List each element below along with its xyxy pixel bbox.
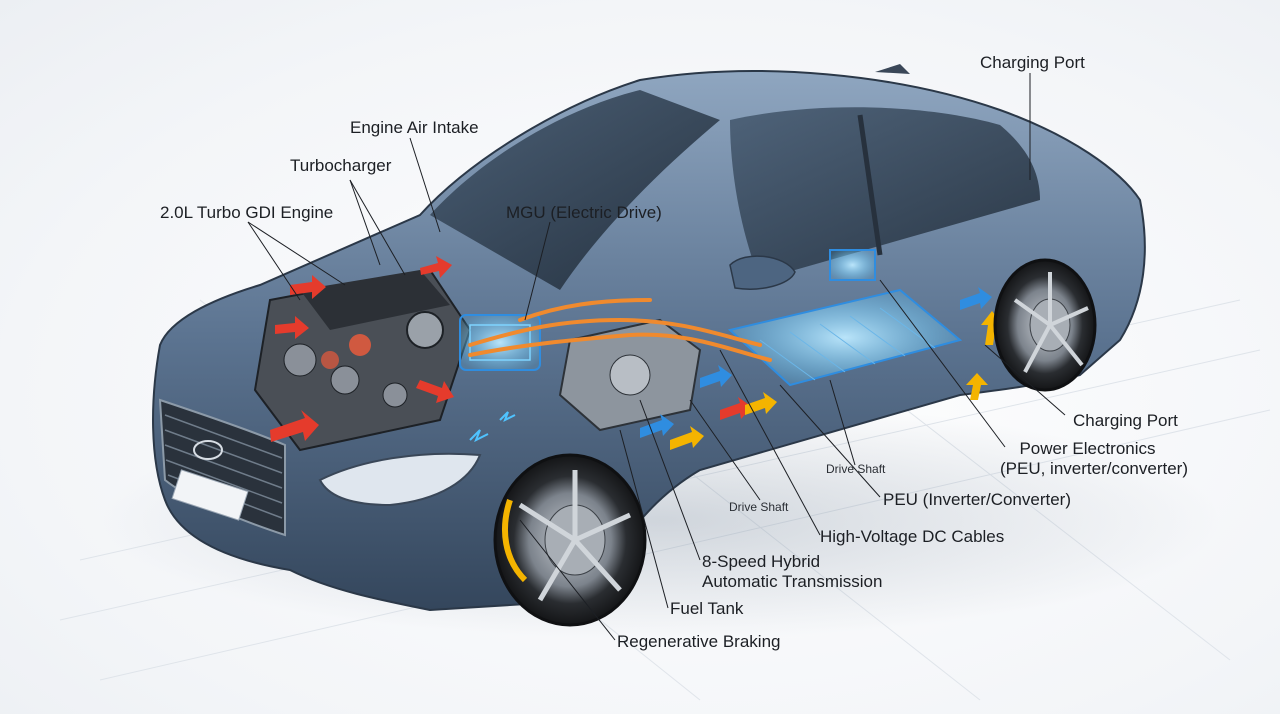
leader-lines bbox=[247, 73, 1066, 641]
rear-wheel bbox=[993, 258, 1097, 392]
label-drive-shaft-2: Drive Shaft bbox=[729, 500, 789, 514]
hv-cables bbox=[468, 298, 772, 362]
electric-glow bbox=[469, 411, 516, 443]
headlight bbox=[318, 452, 482, 507]
label-charging-port-top: Charging Port bbox=[980, 53, 1085, 72]
label-regenerative-braking: Regenerative Braking bbox=[617, 632, 781, 651]
label-transmission-line2: Automatic Transmission bbox=[702, 572, 883, 591]
label-power-electronics: Power Electronics (PEU, inverter/convert… bbox=[1000, 439, 1188, 479]
label-peu: PEU (Inverter/Converter) bbox=[883, 490, 1071, 509]
side-mirror bbox=[729, 255, 796, 290]
label-charging-port-right: Charging Port bbox=[1073, 411, 1178, 430]
energy-flow-arrows bbox=[640, 287, 1003, 450]
regen-arrow bbox=[502, 499, 528, 583]
label-mgu: MGU (Electric Drive) bbox=[506, 203, 662, 222]
turbocharger-unit bbox=[406, 311, 444, 349]
label-fuel-tank: Fuel Tank bbox=[670, 599, 744, 618]
transmission bbox=[558, 318, 702, 432]
label-drive-shaft-1: Drive Shaft bbox=[826, 462, 886, 476]
label-transmission-line1: 8-Speed Hybrid bbox=[702, 552, 821, 571]
label-turbocharger: Turbocharger bbox=[290, 156, 392, 175]
b-pillar bbox=[857, 114, 883, 256]
label-power-electronics-line2: (PEU, inverter/converter) bbox=[1000, 459, 1188, 478]
windshield bbox=[430, 90, 720, 290]
label-hv-cables: High-Voltage DC Cables bbox=[820, 527, 1005, 546]
label-engine-air-intake: Engine Air Intake bbox=[350, 118, 479, 137]
label-transmission: 8-Speed Hybrid Automatic Transmission bbox=[702, 552, 882, 592]
label-power-electronics-line1: Power Electronics bbox=[1019, 439, 1156, 458]
shark-fin-antenna bbox=[875, 64, 910, 74]
air-flow-arrows bbox=[270, 256, 454, 442]
side-windows bbox=[730, 107, 1040, 281]
label-engine: 2.0L Turbo GDI Engine bbox=[160, 203, 334, 222]
front-wheel bbox=[493, 453, 647, 627]
hv-battery-pack bbox=[727, 249, 963, 387]
peu-box bbox=[829, 249, 876, 281]
license-plate bbox=[171, 469, 249, 521]
brand-emblem bbox=[193, 440, 223, 460]
